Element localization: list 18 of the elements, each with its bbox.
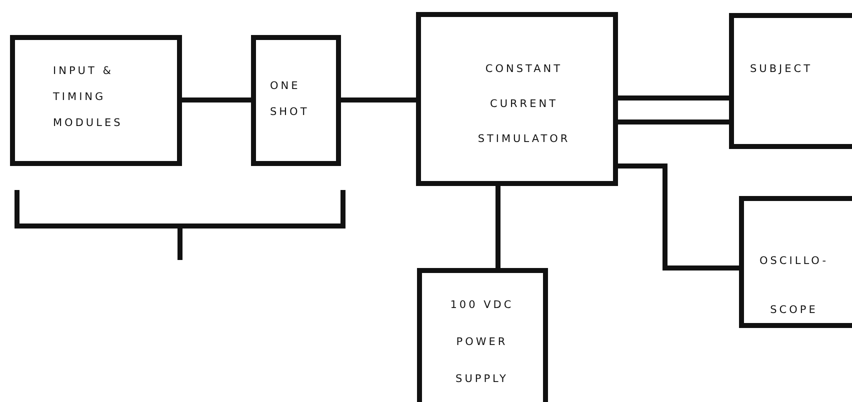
block-box	[739, 196, 852, 328]
connector-line	[618, 96, 729, 100]
block-box	[729, 13, 852, 149]
connector-line	[618, 120, 729, 124]
block-box	[10, 35, 182, 166]
block-label: 100 VDC POWER SUPPLY	[449, 298, 515, 387]
block-label: OSCILLO- SCOPE	[758, 254, 830, 318]
block-box	[417, 268, 548, 402]
connector-line	[618, 164, 739, 270]
connector-line	[182, 98, 251, 102]
block-label: INPUT & TIMING MODULES	[53, 64, 124, 131]
block-label: CONSTANT CURRENT STIMULATOR	[476, 62, 572, 147]
connector-line	[496, 186, 500, 268]
block-box	[251, 35, 341, 166]
connector-line	[341, 98, 416, 102]
block-label: SUBJECT	[750, 62, 814, 77]
block-label: ONE SHOT	[270, 79, 310, 120]
block-box	[416, 12, 618, 186]
